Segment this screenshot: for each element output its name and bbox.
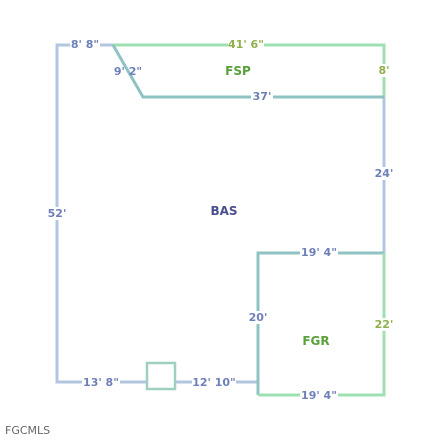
dim-fgr-left: 20' <box>249 311 268 324</box>
dim-fgr-right: 22' <box>375 318 394 331</box>
bas-outline <box>55 43 147 384</box>
fsp-lower-edge <box>111 44 384 99</box>
watermark: FGCMLS <box>5 424 50 437</box>
dim-fgr-top: 19' 4" <box>301 246 337 259</box>
area-label-bas: BAS <box>210 204 237 218</box>
dim-bas-bottom-left: 13' 8" <box>83 376 119 389</box>
dim-bas-top: 8' 8" <box>71 38 99 51</box>
fgr-shared-edge <box>256 251 384 395</box>
fsp-outline <box>113 43 386 97</box>
fgr-outline <box>258 253 386 397</box>
area-label-fgr: FGR <box>302 334 329 348</box>
dim-bas-right: 24' <box>375 167 394 180</box>
dim-fsp-bottom: 37' <box>253 90 272 103</box>
dim-fsp-right: 8' <box>378 64 389 77</box>
dim-bas-left: 52' <box>48 207 67 220</box>
area-label-fsp: FSP <box>225 64 251 78</box>
dim-bas-bottom-right: 12' 10" <box>192 376 236 389</box>
dim-fsp-diag: 9' 2" <box>114 65 142 78</box>
dim-fgr-bottom: 19' 4" <box>301 389 337 402</box>
door-symbol <box>145 361 177 391</box>
dim-fsp-top: 41' 6" <box>228 38 264 51</box>
